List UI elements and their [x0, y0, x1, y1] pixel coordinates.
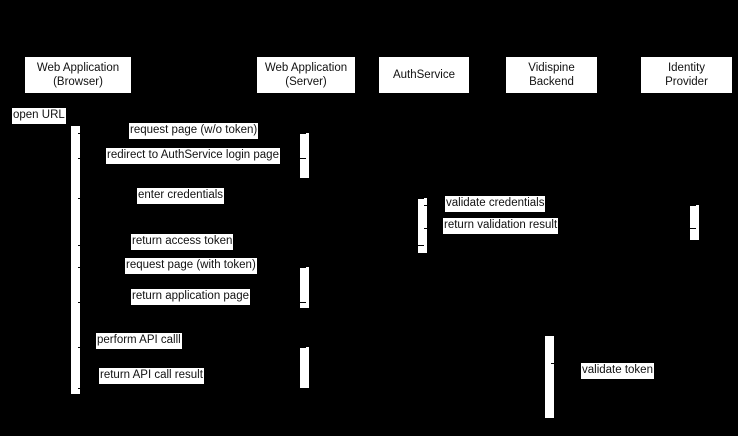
participant-name-line1: Identity — [667, 62, 706, 74]
participant-name-line1: Web Application — [264, 62, 348, 74]
message-arrow-m6 — [424, 228, 696, 229]
participant-box-authservice[interactable]: AuthService — [378, 56, 470, 94]
participant-name-line1: AuthService — [392, 69, 455, 81]
participant-box-server[interactable]: Web Application (Server) — [256, 56, 356, 94]
participant-name-line2: (Browser) — [53, 76, 103, 88]
message-label-m2: request page (w/o token) — [129, 123, 259, 139]
message-label-m10: perform API calll — [96, 333, 182, 349]
message-arrow-m4 — [78, 198, 424, 199]
activation-bar-server — [300, 347, 309, 388]
activation-bar-identity — [690, 205, 699, 240]
message-arrow-m5 — [424, 205, 696, 206]
message-label-m8: request page (with token) — [125, 258, 257, 274]
participant-box-browser[interactable]: Web Application (Browser) — [24, 56, 132, 94]
message-label-m4: enter credentials — [137, 188, 225, 204]
message-label-m7: return access token — [131, 234, 234, 250]
participant-name-line1: Web Application — [36, 62, 120, 74]
message-arrow-m7 — [78, 245, 424, 246]
message-label-m11: validate token — [581, 363, 654, 379]
message-label-m12: return API call result — [99, 368, 204, 384]
activation-bar-server — [300, 133, 309, 178]
participant-name-line2: Provider — [665, 76, 708, 88]
message-label-m3: redirect to AuthService login page — [106, 148, 280, 164]
participant-name-line2: Backend — [529, 76, 574, 88]
lifeline-server — [306, 94, 307, 426]
message-label-m6: return validation result — [443, 218, 559, 234]
message-arrow-m12 — [78, 388, 306, 389]
message-label-m9: return application page — [131, 289, 250, 305]
activation-bar-browser — [71, 126, 80, 394]
lifeline-vidispine — [551, 94, 552, 426]
lifeline-authservice — [424, 94, 425, 426]
message-arrow-m10 — [78, 347, 306, 348]
activation-bar-vidispine — [545, 336, 554, 418]
activation-bar-server — [300, 267, 309, 308]
message-label-m1: open URL — [12, 108, 66, 124]
lifeline-identity — [696, 94, 697, 426]
message-label-m5: validate credentials — [445, 196, 546, 212]
activation-bar-authservice — [418, 198, 427, 253]
participant-name-line1: Vidispine — [528, 62, 575, 74]
participant-name-line2: (Server) — [285, 76, 327, 88]
